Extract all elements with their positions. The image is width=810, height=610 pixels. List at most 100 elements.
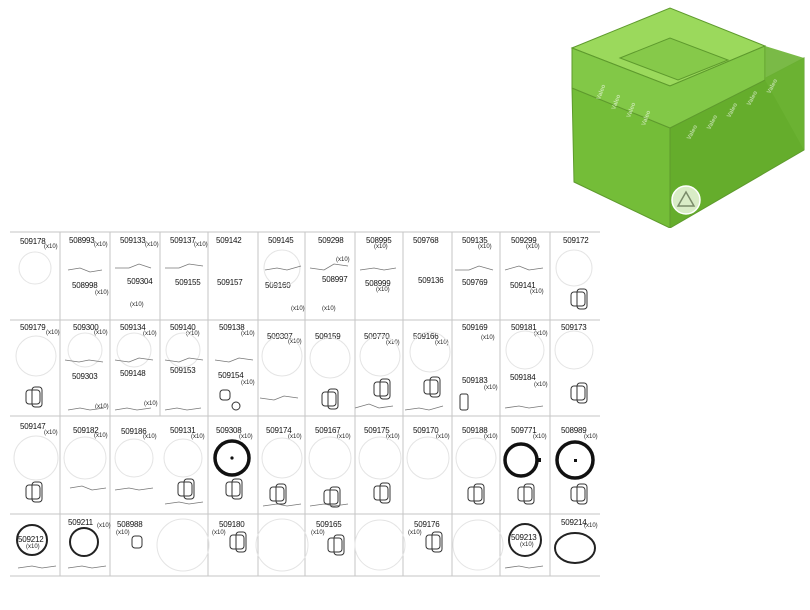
part-qty: (x10) — [95, 404, 109, 410]
part-qty: (x10) — [484, 385, 498, 391]
part-qty: (x10) — [322, 306, 336, 312]
part-code: 509768 — [413, 236, 439, 245]
part-code: 509183 — [462, 376, 488, 385]
part-code: 508995 — [366, 236, 392, 245]
part-code: 509135 — [462, 236, 488, 245]
part-code: 509186 — [121, 427, 147, 436]
part-code: 509172 — [563, 236, 589, 245]
part-code: 509133 — [120, 236, 146, 245]
part-code: 509159 — [315, 332, 341, 341]
part-code: 509145 — [268, 236, 294, 245]
part-qty: (x10) — [44, 430, 58, 436]
part-code: 509300 — [73, 323, 99, 332]
part-code: 509188 — [462, 426, 488, 435]
part-code: 508999 — [365, 279, 391, 288]
part-code: 509176 — [414, 520, 440, 529]
part-code: 509173 — [561, 323, 587, 332]
part-qty: (x10) — [584, 434, 598, 440]
product-box-icon: Valeo Valeo Valeo Valeo Valeo Valeo Vale… — [570, 7, 805, 229]
part-code: 509167 — [315, 426, 341, 435]
part-qty: (x10) — [534, 382, 548, 388]
part-code: 509214 — [561, 518, 587, 527]
part-code: 509141 — [510, 281, 536, 290]
part-qty: (x10) — [144, 401, 158, 407]
part-qty: (x10) — [143, 331, 157, 337]
part-qty: (x10) — [336, 257, 350, 263]
part-qty: (x10) — [376, 287, 390, 293]
part-code: 509180 — [219, 520, 245, 529]
part-qty: (x10) — [288, 434, 302, 440]
part-qty: (x10) — [143, 434, 157, 440]
part-qty: (x10) — [26, 544, 40, 550]
part-code: 509166 — [413, 332, 439, 341]
part-code: 509140 — [170, 323, 196, 332]
part-qty: (x10) — [116, 530, 130, 536]
part-code: 509155 — [175, 278, 201, 287]
part-code: 508988 — [117, 520, 143, 529]
part-qty: (x10) — [241, 331, 255, 337]
svg-text:Valeo: Valeo — [641, 110, 652, 127]
part-qty: (x10) — [374, 244, 388, 250]
part-code: 509174 — [266, 426, 292, 435]
part-qty: (x10) — [239, 434, 253, 440]
part-qty: (x10) — [386, 340, 400, 346]
part-qty: (x10) — [533, 434, 547, 440]
part-qty: (x10) — [481, 335, 495, 341]
svg-text:Valeo: Valeo — [611, 94, 622, 111]
part-code: 508998 — [72, 281, 98, 290]
part-code: 508993 — [69, 236, 95, 245]
part-code: 509179 — [20, 323, 46, 332]
part-code: 509138 — [219, 323, 245, 332]
part-code: 509212 — [18, 535, 44, 544]
part-code: 509153 — [170, 366, 196, 375]
part-qty: (x10) — [97, 523, 111, 529]
part-qty: (x10) — [46, 330, 60, 336]
part-code: 509181 — [511, 323, 537, 332]
part-code: 509213 — [511, 533, 537, 542]
product-box-illustration: Valeo Valeo Valeo Valeo Valeo Valeo Vale… — [560, 0, 810, 229]
part-qty: (x10) — [435, 340, 449, 346]
part-qty: (x10) — [520, 542, 534, 548]
part-qty: (x10) — [526, 244, 540, 250]
part-qty: (x10) — [484, 434, 498, 440]
part-code: 509136 — [418, 276, 444, 285]
part-qty: (x10) — [194, 242, 208, 248]
part-code: 509184 — [510, 373, 536, 382]
part-qty: (x10) — [337, 434, 351, 440]
part-code: 509154 — [218, 371, 244, 380]
part-code: 509131 — [170, 426, 196, 435]
part-qty: (x10) — [584, 523, 598, 529]
part-code: 509134 — [120, 323, 146, 332]
part-code: 509211 — [68, 518, 93, 527]
part-qty: (x10) — [94, 330, 108, 336]
part-code: 509157 — [217, 278, 243, 287]
part-code: 509304 — [127, 277, 153, 286]
part-qty: (x10) — [530, 289, 544, 295]
part-code: 509308 — [216, 426, 242, 435]
part-qty: (x10) — [212, 530, 226, 536]
part-code: 508997 — [322, 275, 348, 284]
part-qty: (x10) — [288, 339, 302, 345]
part-code: 509142 — [216, 236, 242, 245]
part-code: 509299 — [511, 236, 537, 245]
part-qty: (x10) — [94, 242, 108, 248]
part-code: 509298 — [318, 236, 344, 245]
part-qty: (x10) — [408, 530, 422, 536]
part-code: 508989 — [561, 426, 587, 435]
part-code: 509769 — [462, 278, 488, 287]
part-qty: (x10) — [386, 434, 400, 440]
part-code: 509175 — [364, 426, 390, 435]
part-code: 509148 — [120, 369, 146, 378]
svg-text:Valeo: Valeo — [596, 84, 607, 101]
svg-text:Valeo: Valeo — [626, 102, 637, 119]
part-code: 509165 — [316, 520, 342, 529]
part-qty: (x10) — [145, 242, 159, 248]
part-qty: (x10) — [186, 331, 200, 337]
part-code: 509771 — [511, 426, 537, 435]
part-qty: (x10) — [311, 530, 325, 536]
part-qty: (x10) — [94, 433, 108, 439]
part-code: 509147 — [20, 422, 46, 431]
